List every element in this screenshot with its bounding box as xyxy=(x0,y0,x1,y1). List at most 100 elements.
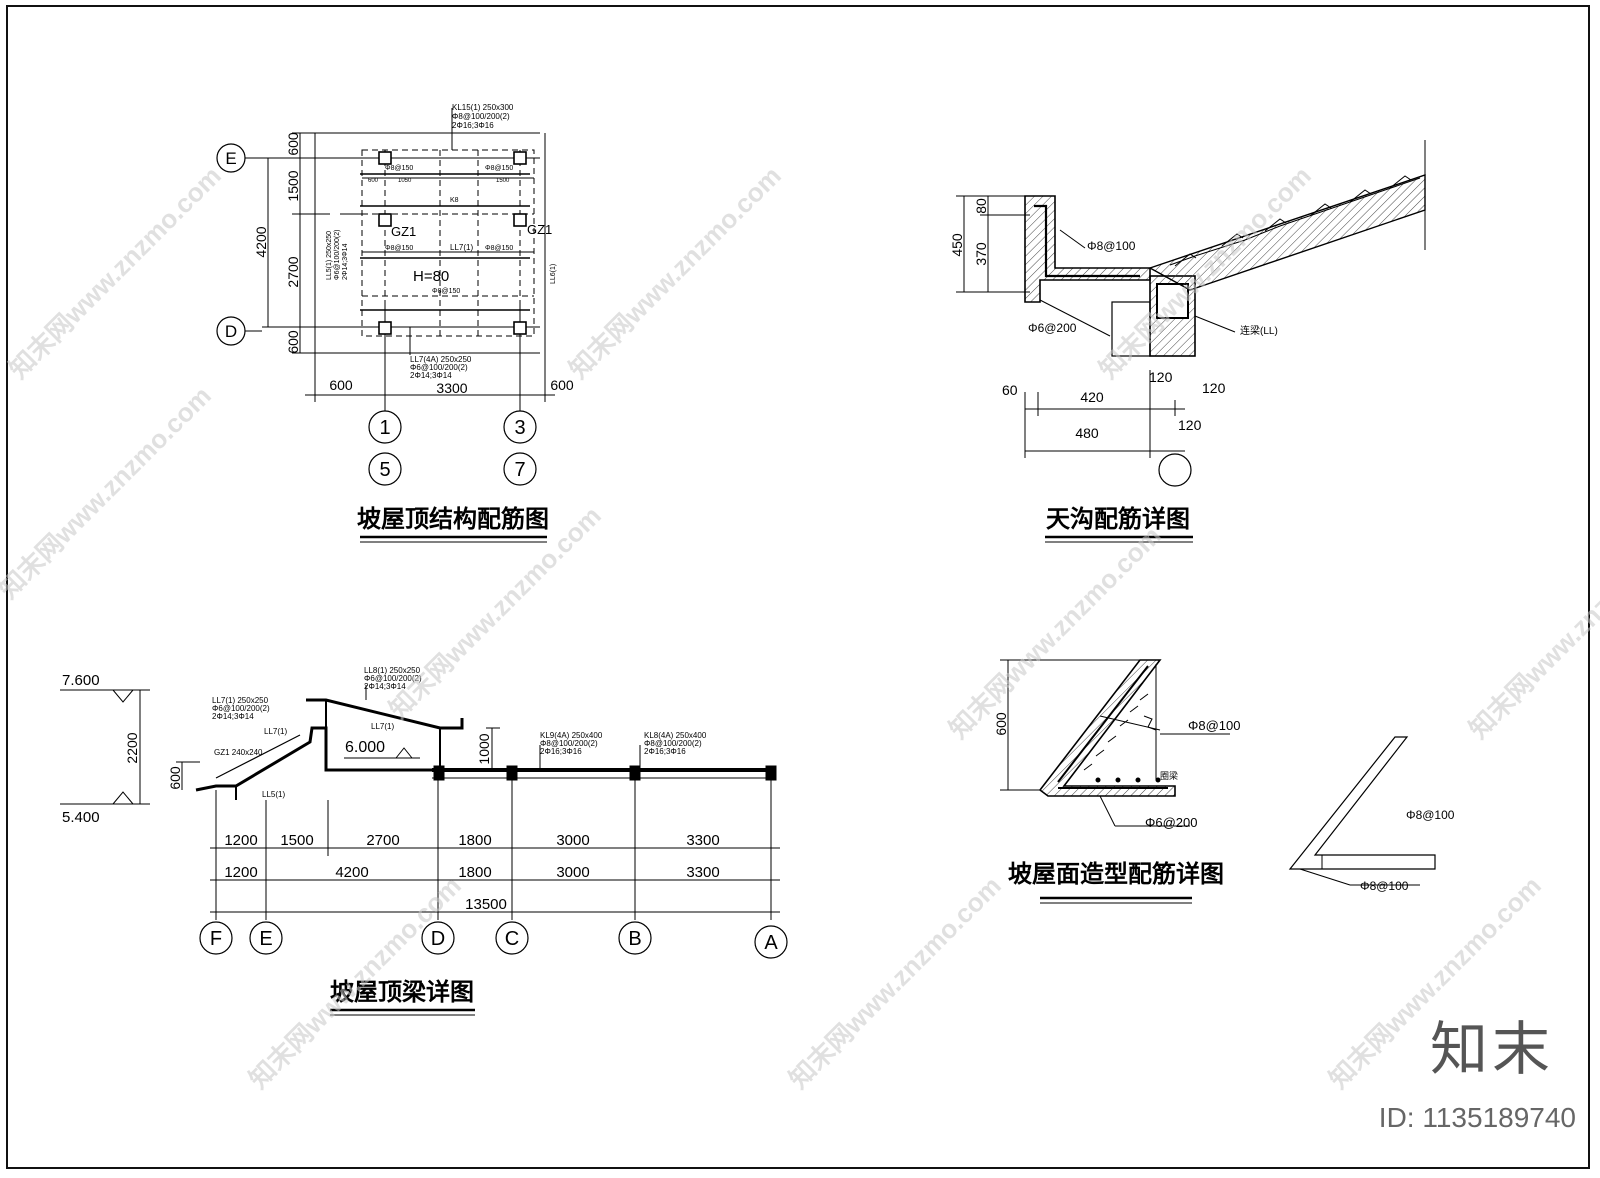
axis-label-c: C xyxy=(505,928,519,950)
image-id-label: ID: 1135189740 xyxy=(1378,1102,1576,1133)
note-ring-beam: 圈梁 xyxy=(1160,770,1178,781)
level-6000: 6.000 xyxy=(345,739,385,756)
gutter-detail xyxy=(956,140,1426,543)
note-kl9-bars: 2Φ16;3Φ16 xyxy=(540,747,582,756)
dim-1000: 1000 xyxy=(476,733,492,764)
row1-dim-1: 1200 xyxy=(224,832,257,849)
dim-420: 420 xyxy=(1080,389,1104,405)
axis-label-e: E xyxy=(225,149,236,168)
dim-3300: 3300 xyxy=(436,380,467,396)
note-rebar-3: Φ8@150 xyxy=(385,245,413,252)
note-rebar-8-100-b: Φ8@100 xyxy=(1406,808,1455,822)
note-kl9-size: KL9(4A) 250x400 xyxy=(540,731,603,740)
dim-1500: 1500 xyxy=(285,170,301,201)
brand-logo-text: 知末 xyxy=(1429,1015,1554,1083)
dim-600-left: 600 xyxy=(329,377,353,393)
roof-beam-detail xyxy=(60,685,788,1016)
dim-600-right: 600 xyxy=(550,377,574,393)
axis-label-5: 5 xyxy=(379,459,390,481)
row1-dim-6: 3300 xyxy=(686,832,719,849)
note-ll5-bars: 2Φ14;3Φ14 xyxy=(342,243,349,280)
note-coupling-beam: 连梁(LL) xyxy=(1240,324,1278,337)
note-span-1050: 1050 xyxy=(398,178,412,184)
note-ll5-stirrup: Φ6@100/200(2) xyxy=(334,230,341,280)
note-ll7: LL7(1) xyxy=(450,243,473,252)
row2-dim-5: 3300 xyxy=(686,864,719,881)
dim-480: 480 xyxy=(1075,425,1099,441)
dim-600-shape: 600 xyxy=(993,712,1009,736)
shape-texts: 600 Φ8@100 Φ6@200 圈梁 Φ8@100 Φ8@100 坡屋面造型… xyxy=(993,712,1455,893)
dim-370: 370 xyxy=(973,242,989,266)
dim-120-b: 120 xyxy=(1202,380,1226,396)
note-h80: H=80 xyxy=(413,268,449,285)
note-kl15-stirrup: Φ8@100/200(2) xyxy=(452,112,510,121)
note-rebar-1: Φ8@150 xyxy=(385,165,413,172)
dim-450: 450 xyxy=(949,233,965,257)
watermark-7: 知末网www.znzmo.com xyxy=(1463,520,1600,744)
roof-shape-detail xyxy=(1000,659,1436,904)
dim-80: 80 xyxy=(973,198,989,214)
note-gz1-left: GZ1 xyxy=(391,224,416,239)
note-rebar-5: Φ8@150 xyxy=(432,288,460,295)
row2-dim-3: 1800 xyxy=(458,864,491,881)
note-gz1-right: GZ1 xyxy=(527,222,552,237)
dim-600-bottom: 600 xyxy=(285,330,301,354)
watermark-6: 知末网www.znzmo.com xyxy=(943,520,1167,744)
dim-600-level: 600 xyxy=(167,766,183,790)
note-ll5-size: LL5(1) 250x250 xyxy=(326,231,333,280)
gutter-texts: 450 80 370 60 420 480 120 120 120 Φ8@100… xyxy=(949,198,1278,533)
dim-4200: 4200 xyxy=(253,226,269,257)
plan-texts: E D 1 3 5 7 600 1500 2700 600 4200 600 3… xyxy=(225,103,574,533)
note-kl8-stirrup: Φ8@100/200(2) xyxy=(644,739,702,748)
dim-60: 60 xyxy=(1002,382,1018,398)
dim-2700: 2700 xyxy=(285,256,301,287)
row2-dim-2: 4200 xyxy=(335,864,368,881)
shape-title: 坡屋面造型配筋详图 xyxy=(1008,859,1224,888)
note-ll7-4a-stirrup: Φ6@100/200(2) xyxy=(410,363,468,372)
level-7600: 7.600 xyxy=(62,672,100,689)
watermark-layer: 知末网www.znzmo.com 知末网www.znzmo.com 知末网www… xyxy=(0,160,1600,1094)
axis-label-3: 3 xyxy=(514,417,525,439)
note-gz1: GZ1 240x240 xyxy=(214,748,263,757)
axis-label-f: F xyxy=(210,928,222,950)
row1-dim-4: 1800 xyxy=(458,832,491,849)
axis-label-b: B xyxy=(628,928,641,950)
note-ll6: LL6(1) xyxy=(550,264,557,284)
dim-120-c: 120 xyxy=(1178,417,1202,433)
note-rebar-8-100: Φ8@100 xyxy=(1087,239,1136,253)
note-kl9-stirrup: Φ8@100/200(2) xyxy=(540,739,598,748)
dim-600-top: 600 xyxy=(285,132,301,156)
note-rebar-6-200-b: Φ6@200 xyxy=(1145,815,1198,830)
watermark-1: 知末网www.znzmo.com xyxy=(3,160,227,384)
note-ll8-bars: 2Φ14;3Φ14 xyxy=(364,682,406,691)
plan-title: 坡屋顶结构配筋图 xyxy=(357,504,549,533)
row2-dim-4: 3000 xyxy=(556,864,589,881)
note-kl15-bars: 2Φ16;3Φ16 xyxy=(452,121,494,130)
axis-label-e2: E xyxy=(259,928,272,950)
note-ll8-stirrup: Φ6@100/200(2) xyxy=(364,674,422,683)
roof-structure-plan xyxy=(216,108,555,543)
note-ll7-bars: 2Φ14;3Φ14 xyxy=(212,712,254,721)
note-ll7-size: LL7(1) 250x250 xyxy=(212,696,269,705)
note-span-1500: 1500 xyxy=(496,178,510,184)
note-kl8-size: KL8(4A) 250x400 xyxy=(644,731,707,740)
axis-label-7: 7 xyxy=(514,459,525,481)
note-kl15-size: KL15(1) 250x300 xyxy=(452,103,514,112)
note-rebar-4: Φ8@150 xyxy=(485,245,513,252)
note-ll5: LL5(1) xyxy=(262,790,285,799)
beam-title: 坡屋顶梁详图 xyxy=(330,977,474,1006)
note-rebar-2: Φ8@150 xyxy=(485,165,513,172)
axis-label-1: 1 xyxy=(379,417,390,439)
note-ll7-c: LL7(1) xyxy=(371,722,394,731)
dim-120-a: 120 xyxy=(1149,369,1173,385)
gutter-title: 天沟配筋详图 xyxy=(1046,504,1190,533)
row1-dim-5: 3000 xyxy=(556,832,589,849)
note-ll8-size: LL8(1) 250x250 xyxy=(364,666,421,675)
note-rebar-8-100-a: Φ8@100 xyxy=(1188,718,1241,733)
note-ll7-a: LL7(1) xyxy=(264,727,287,736)
axis-label-a: A xyxy=(764,932,778,954)
note-kl8-bars: 2Φ16;3Φ16 xyxy=(644,747,686,756)
watermark-9: 知末网www.znzmo.com xyxy=(783,870,1007,1094)
